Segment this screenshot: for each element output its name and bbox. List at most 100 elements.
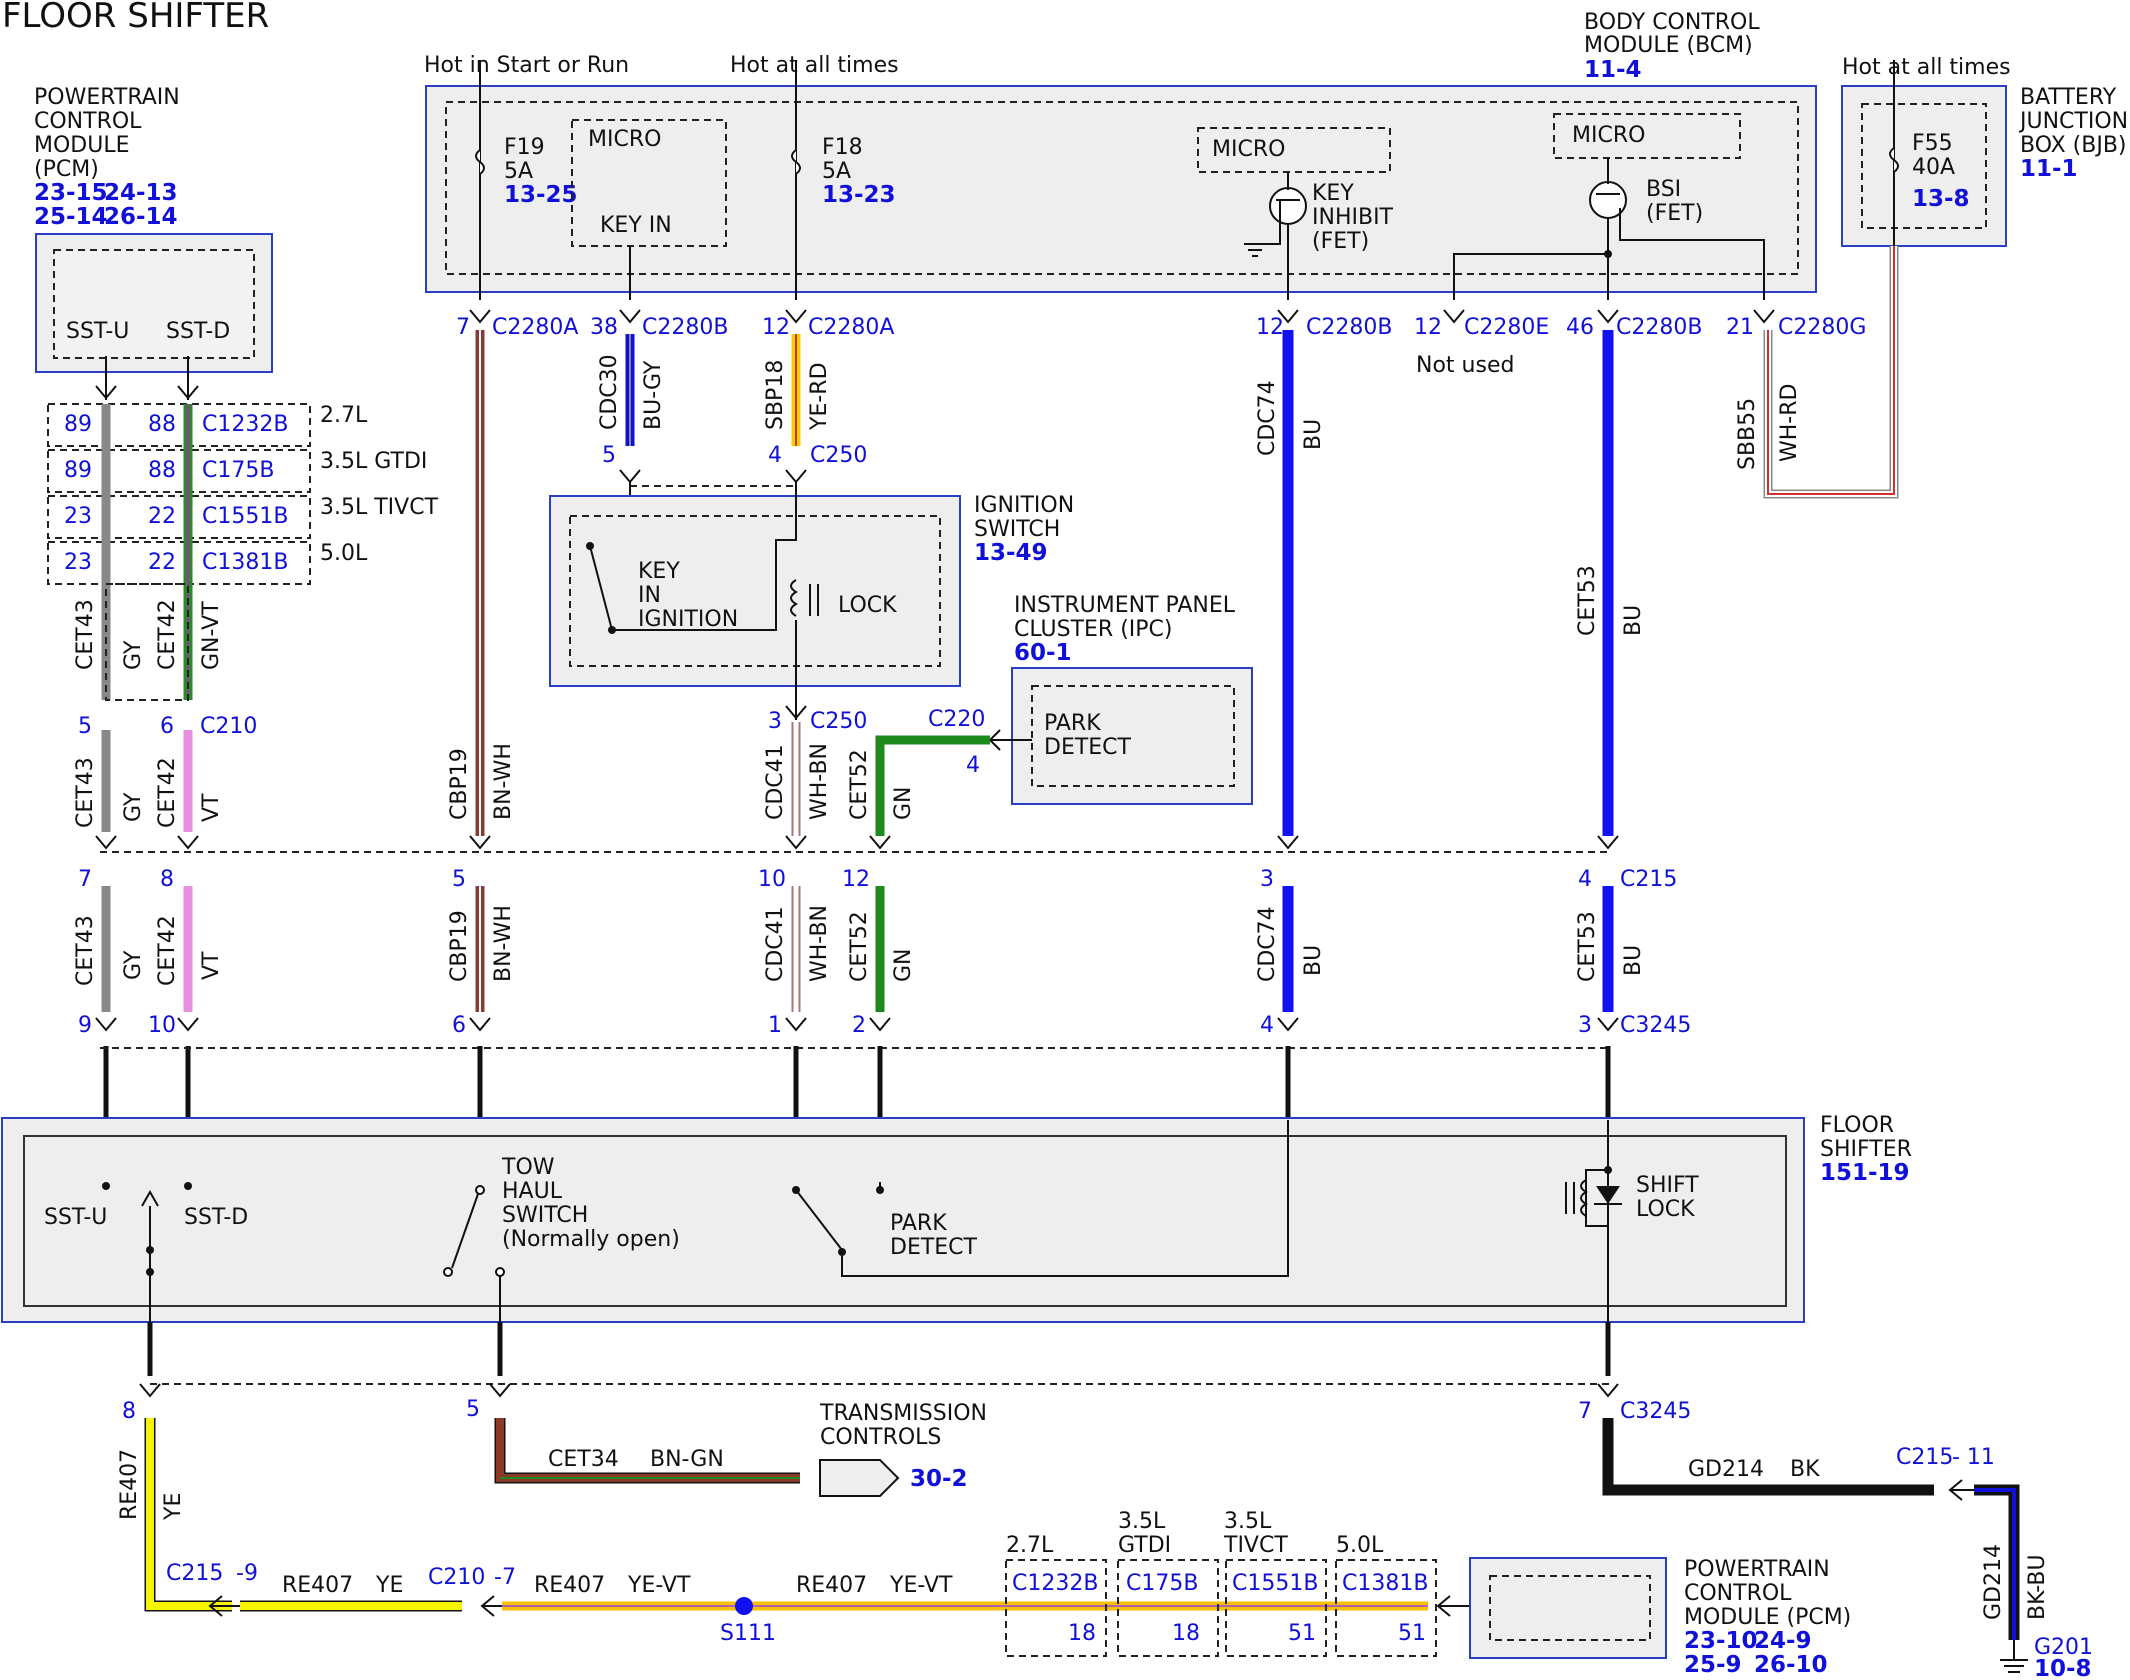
ignition-switch: KEY IN IGNITION LOCK IGNITION SWITCH 13-… — [549, 482, 1074, 720]
svg-text:CET53: CET53 — [1575, 911, 1600, 982]
svg-text:CET42: CET42 — [155, 915, 180, 986]
svg-text:KEY: KEY — [638, 559, 680, 584]
key-inhibit-fet: KEY INHIBIT (FET) — [1244, 172, 1394, 300]
svg-text:F55: F55 — [1912, 131, 1953, 156]
svg-text:3.5L: 3.5L — [1118, 1509, 1166, 1534]
svg-text:CET34: CET34 — [548, 1447, 619, 1472]
svg-text:VT: VT — [199, 951, 224, 980]
svg-text:GN-VT: GN-VT — [199, 601, 224, 670]
svg-text:BU: BU — [1621, 945, 1646, 976]
svg-text:8: 8 — [160, 867, 174, 892]
svg-text:Hot at all times: Hot at all times — [730, 53, 899, 78]
svg-text:CET42: CET42 — [155, 757, 180, 828]
svg-text:KEY: KEY — [1312, 181, 1354, 206]
svg-text:24-13: 24-13 — [104, 180, 178, 206]
svg-text:BOX (BJB): BOX (BJB) — [2020, 133, 2127, 158]
svg-text:7: 7 — [78, 867, 92, 892]
wire-cbp19: CBP19 BN-WH 5 CBP19 BN-WH 6 — [447, 330, 516, 1190]
svg-text:7: 7 — [456, 315, 470, 340]
svg-text:23: 23 — [64, 550, 92, 575]
transmission-controls: TRANSMISSION CONTROLS 30-2 — [819, 1401, 987, 1497]
bjb-module — [1841, 85, 2007, 247]
svg-text:TOW: TOW — [501, 1155, 555, 1180]
svg-text:CLUSTER (IPC): CLUSTER (IPC) — [1014, 617, 1173, 642]
svg-text:18: 18 — [1172, 1621, 1200, 1646]
svg-text:2: 2 — [852, 1013, 866, 1038]
svg-text:C2280B: C2280B — [1616, 315, 1702, 340]
svg-text:10: 10 — [758, 867, 786, 892]
svg-text:YE: YE — [161, 1493, 186, 1521]
wire-cet53: CET53 BU 4 C215 CET53 BU 3 C3245 — [1575, 330, 1691, 1120]
svg-text:HAUL: HAUL — [502, 1179, 563, 1204]
svg-text:CDC74: CDC74 — [1255, 380, 1280, 456]
svg-text:CONTROL: CONTROL — [1684, 1581, 1792, 1606]
svg-text:BK-BU: BK-BU — [2025, 1554, 2050, 1620]
bcm-labels: BODY CONTROL MODULE (BCM) 11-4 Hot in St… — [424, 10, 1760, 83]
svg-text:GY: GY — [121, 950, 146, 980]
svg-text:151-19: 151-19 — [1820, 1160, 1910, 1186]
svg-text:CDC41: CDC41 — [763, 744, 788, 820]
svg-text:38: 38 — [590, 315, 618, 340]
svg-text:SHIFTER: SHIFTER — [1820, 1137, 1912, 1162]
svg-text:2.7L: 2.7L — [320, 403, 368, 428]
svg-text:3: 3 — [1260, 867, 1274, 892]
svg-text:3: 3 — [768, 709, 782, 734]
svg-text:BN-WH: BN-WH — [491, 743, 516, 820]
svg-text:SWITCH: SWITCH — [974, 517, 1060, 542]
svg-text:GY: GY — [121, 640, 146, 670]
wire-cdc41: 3 C250 CDC41 WH-BN 10 CDC41 WH-BN 1 — [758, 705, 867, 1182]
svg-text:10-8: 10-8 — [2034, 1656, 2092, 1680]
svg-text:4: 4 — [768, 443, 782, 468]
svg-text:IGNITION: IGNITION — [638, 607, 738, 632]
svg-text:Hot at all times: Hot at all times — [1842, 55, 2011, 80]
svg-text:22: 22 — [148, 504, 176, 529]
svg-text:6: 6 — [452, 1013, 466, 1038]
wire-cet43-cet42: CET43 GY CET42 GN-VT 5 6 C210 CET43 GY C… — [73, 356, 257, 1190]
svg-text:C210: C210 — [428, 1565, 485, 1590]
svg-text:CET42: CET42 — [155, 599, 180, 670]
svg-text:CONTROL: CONTROL — [34, 109, 142, 134]
svg-text:MODULE (PCM): MODULE (PCM) — [1684, 1605, 1851, 1630]
svg-text:IGNITION: IGNITION — [974, 493, 1074, 518]
key-in-label: KEY IN — [600, 213, 672, 238]
svg-text:21: 21 — [1726, 315, 1754, 340]
diagram-title: FLOOR SHIFTER — [2, 0, 269, 36]
svg-text:12: 12 — [1414, 315, 1442, 340]
svg-text:BN-GN: BN-GN — [650, 1447, 724, 1472]
svg-text:30-2: 30-2 — [910, 1466, 968, 1492]
svg-text:5.0L: 5.0L — [1336, 1533, 1384, 1558]
micro2-label: MICRO — [1212, 137, 1285, 162]
svg-text:2.7L: 2.7L — [1006, 1533, 1054, 1558]
svg-text:F18: F18 — [822, 135, 863, 160]
svg-text:13-8: 13-8 — [1912, 186, 1970, 212]
svg-text:Not used: Not used — [1416, 353, 1514, 378]
bjb-inner — [1861, 103, 1987, 229]
svg-text:C2280B: C2280B — [1306, 315, 1392, 340]
svg-text:GN: GN — [891, 948, 916, 982]
svg-text:C210: C210 — [200, 714, 257, 739]
svg-text:POWERTRAIN: POWERTRAIN — [1684, 1557, 1830, 1582]
svg-text:MODULE: MODULE — [34, 133, 130, 158]
svg-text:LOCK: LOCK — [838, 593, 897, 618]
svg-text:C1551B: C1551B — [1232, 1571, 1318, 1596]
svg-text:5A: 5A — [504, 159, 533, 184]
svg-text:BN-WH: BN-WH — [491, 905, 516, 982]
bcm-micro-keyin — [571, 119, 727, 247]
svg-text:WH-BN: WH-BN — [807, 905, 832, 982]
svg-text:LOCK: LOCK — [1636, 1197, 1695, 1222]
bcm-connector-arrows — [469, 309, 1775, 324]
svg-text:Hot in Start or Run: Hot in Start or Run — [424, 53, 629, 78]
svg-text:4: 4 — [1260, 1013, 1274, 1038]
svg-text:51: 51 — [1288, 1621, 1316, 1646]
svg-text:88: 88 — [148, 458, 176, 483]
svg-text:12: 12 — [1256, 315, 1284, 340]
svg-text:5: 5 — [602, 443, 616, 468]
svg-text:3.5L GTDI: 3.5L GTDI — [320, 449, 427, 474]
svg-text:TRANSMISSION: TRANSMISSION — [819, 1401, 987, 1426]
svg-text:GTDI: GTDI — [1118, 1533, 1171, 1558]
pcm-top-inner — [53, 249, 255, 359]
svg-text:CBP19: CBP19 — [447, 910, 472, 982]
svg-text:4: 4 — [966, 753, 980, 778]
svg-text:C175B: C175B — [202, 458, 274, 483]
